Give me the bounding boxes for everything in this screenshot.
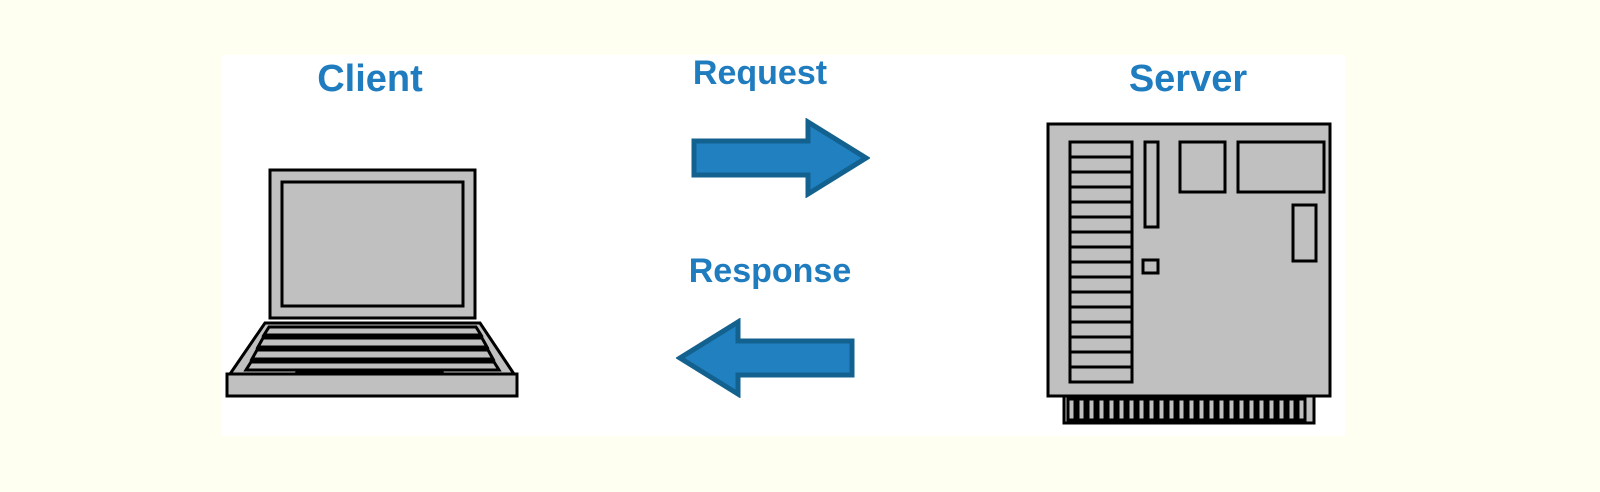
server-vent-slat	[1296, 397, 1307, 422]
server-vent-slat	[1146, 397, 1157, 422]
server-vent-slat	[1196, 397, 1207, 422]
server-vent-slat	[1226, 397, 1237, 422]
arrow-right-icon	[691, 117, 871, 199]
request-arrow-shape	[691, 117, 871, 199]
response-arrow-shape	[675, 317, 855, 399]
server-vent-slat	[1186, 397, 1197, 422]
laptop-key-row	[255, 336, 490, 349]
laptop-key-row	[243, 360, 502, 372]
server-optical-slot	[1143, 140, 1160, 229]
server-vent-slat	[1256, 397, 1267, 422]
server-vent-slat	[1136, 397, 1147, 422]
server-vent-slat	[1286, 397, 1297, 422]
server-drive-bays	[1068, 140, 1134, 384]
server-vent-slat	[1246, 397, 1257, 422]
laptop-screen	[280, 180, 465, 308]
server-vent-slat	[1276, 397, 1287, 422]
server-drive-bay	[1068, 350, 1134, 369]
server-tower-figure	[1040, 120, 1340, 430]
server-vent-slat	[1086, 397, 1097, 422]
server-front-panel	[1236, 140, 1326, 194]
server-vent-slat	[1096, 397, 1107, 422]
response-arrow-figure	[675, 317, 856, 403]
server-drive-bay	[1068, 260, 1134, 279]
server-drive-bay	[1068, 365, 1134, 384]
server-tower-icon	[1046, 122, 1332, 425]
laptop-key-row	[249, 348, 496, 361]
server-vent-slat	[1266, 397, 1277, 422]
client-laptop-figure	[222, 158, 532, 403]
client-label: Client	[317, 58, 423, 100]
server-vent-slat	[1216, 397, 1227, 422]
server-vent-slat	[1166, 397, 1177, 422]
server-drive-bay	[1068, 320, 1134, 339]
server-front-panel	[1178, 140, 1227, 194]
server-drive-bay	[1068, 245, 1134, 264]
laptop-base-strip	[225, 372, 519, 398]
server-vent-slat	[1106, 397, 1117, 422]
server-drive-bay	[1068, 140, 1134, 159]
server-vent-slat	[1176, 397, 1187, 422]
server-side-panel	[1291, 203, 1318, 263]
server-drive-bay	[1068, 275, 1134, 294]
server-base-vents	[1066, 397, 1307, 422]
server-vent-slat	[1116, 397, 1127, 422]
laptop-key-row	[261, 325, 484, 337]
server-vent-slat	[1236, 397, 1247, 422]
server-drive-bay	[1068, 185, 1134, 204]
server-vent-slat	[1126, 397, 1137, 422]
server-drive-bay	[1068, 335, 1134, 354]
server-vent-slat	[1076, 397, 1087, 422]
response-label: Response	[688, 252, 852, 290]
server-drive-bay	[1068, 200, 1134, 219]
server-drive-bay	[1068, 230, 1134, 249]
laptop-icon	[225, 168, 519, 398]
server-vent-slat	[1206, 397, 1217, 422]
server-vent-slat	[1066, 397, 1077, 422]
server-drive-bay	[1068, 290, 1134, 309]
request-label: Request	[692, 54, 828, 92]
request-arrow-figure	[690, 117, 871, 203]
server-drive-bay	[1068, 215, 1134, 234]
server-power-button[interactable]	[1141, 258, 1160, 275]
server-drive-bay	[1068, 170, 1134, 189]
server-drive-bay	[1068, 155, 1134, 174]
server-label: Server	[1128, 58, 1248, 100]
arrow-left-icon	[675, 317, 855, 399]
server-vent-slat	[1156, 397, 1167, 422]
server-drive-bay	[1068, 305, 1134, 324]
